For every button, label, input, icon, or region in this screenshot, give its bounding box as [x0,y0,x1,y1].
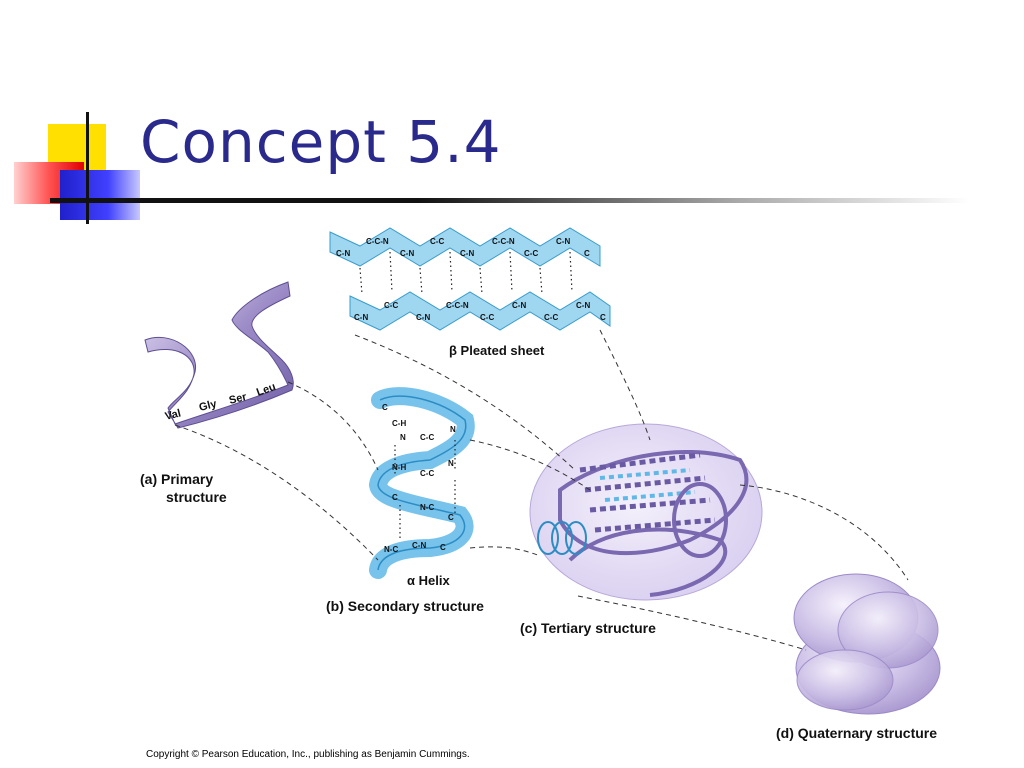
svg-text:C-C: C-C [480,313,494,322]
svg-text:C-N: C-N [576,301,590,310]
svg-text:C-N: C-N [336,249,350,258]
svg-text:C-C: C-C [430,237,444,246]
svg-text:C-N: C-N [412,541,426,550]
svg-text:C-C-N: C-C-N [492,237,515,246]
svg-text:C-N: C-N [556,237,570,246]
alpha-helix: C C-H N C-C N N-H C-C N C N-C C N-C C-N C α Helix… [326,387,484,614]
svg-text:C-N: C-N [354,313,368,322]
svg-text:N: N [400,433,406,442]
svg-text:C-N: C-N [512,301,526,310]
svg-text:C: C [600,313,606,322]
decoration-blue-bar [60,170,140,220]
copyright-notice: Copyright © Pearson Education, Inc., pub… [146,749,470,760]
svg-text:C-N: C-N [400,249,414,258]
svg-text:C-C-N: C-C-N [446,301,469,310]
primary-structure-ribbon: Val Gly Ser Leu (a) Primary structure [140,281,294,505]
svg-text:N: N [448,459,454,468]
svg-text:C: C [440,543,446,552]
svg-text:C-C: C-C [420,433,434,442]
tertiary-label: (c) Tertiary structure [520,620,656,636]
helix-label: α Helix [407,573,450,588]
svg-text:N: N [450,425,456,434]
sheet-strand-bottom [349,291,611,331]
svg-text:C-N: C-N [460,249,474,258]
svg-text:C: C [382,403,388,412]
primary-ribbon [144,281,294,429]
decoration-vertical-line [86,112,89,224]
svg-text:C-C: C-C [544,313,558,322]
svg-text:C-C: C-C [384,301,398,310]
slide-title: Concept 5.4 [140,108,502,176]
connector-lines [174,329,909,651]
sheet-label: β Pleated sheet [449,343,545,358]
residue-val: Val [164,407,182,422]
svg-text:C: C [584,249,590,258]
quaternary-label: (d) Quaternary structure [776,725,937,741]
primary-label-line1: (a) Primary [140,471,213,487]
svg-text:C-C-N: C-C-N [366,237,389,246]
tertiary-structure: (c) Tertiary structure [520,423,763,636]
quaternary-structure: (d) Quaternary structure [776,573,941,741]
residue-gly: Gly [198,398,219,414]
residue-ser: Ser [228,391,249,407]
svg-text:C-H: C-H [392,419,406,428]
svg-text:C-C: C-C [420,469,434,478]
svg-text:N-C: N-C [384,545,398,554]
primary-label-line2: structure [166,489,227,505]
svg-text:N-H: N-H [392,463,406,472]
svg-text:N-C: N-C [420,503,434,512]
svg-text:C: C [448,513,454,522]
svg-text:C-N: C-N [416,313,430,322]
svg-text:C: C [392,493,398,502]
beta-pleated-sheet: C-N C-C-N C-N C-C C-N C-C-N C-C C-N C C-N C-C C-… [329,227,611,358]
title-underline [50,198,970,203]
secondary-label: (b) Secondary structure [326,598,484,614]
svg-text:C-C: C-C [524,249,538,258]
sheet-strand-top [329,227,601,267]
